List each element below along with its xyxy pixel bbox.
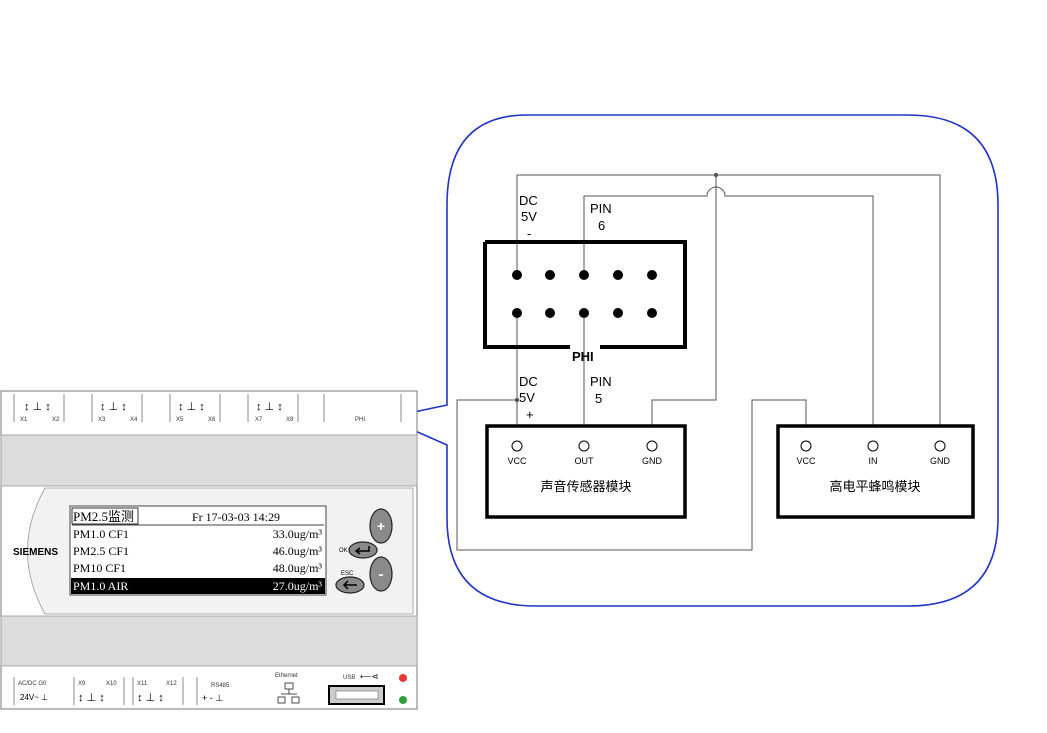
terminal-x2: X2 [52, 417, 60, 423]
lcd-screen: PM2.5监测 Fr 17-03-03 14:29 PM1.0 CF1 33.0… [69, 505, 327, 596]
callout-bubble [383, 114, 999, 607]
wiring [456, 172, 941, 551]
usb-icon: ⟵⊲ [360, 672, 378, 681]
rs485-label: RS485 [211, 683, 230, 689]
svg-text:↕ ⊥ ↕: ↕ ⊥ ↕ [78, 692, 105, 704]
lcd-row-value: 27.0ug/m³ [273, 579, 323, 593]
bottom-terminal-strip: AC/DC G0 24V~ ⊥ X9 X10 ↕ ⊥ ↕ X11 X12 ↕ ⊥… [13, 672, 407, 705]
lcd-row-label: PM2.5 CF1 [73, 544, 129, 558]
lcd-datetime: Fr 17-03-03 14:29 [192, 510, 280, 524]
label-pin-bottom: PIN [590, 374, 612, 389]
terminal-x4: X4 [130, 417, 138, 423]
buzzer-module: VCC IN GND 高电平蜂鸣模块 [776, 424, 975, 519]
usb-label: USB [343, 675, 355, 681]
svg-text:↕ ⊥ ↕: ↕ ⊥ ↕ [137, 692, 164, 704]
label-pin-top: PIN [590, 201, 612, 216]
label-minus-top: - [527, 226, 531, 241]
label-dc-top: DC [519, 193, 538, 208]
buzzer-module-name: 高电平蜂鸣模块 [829, 479, 920, 494]
status-led-red [399, 674, 407, 682]
label-dc-bottom: DC [519, 374, 538, 389]
ok-label: OK [339, 548, 348, 554]
sound-pin-out: OUT [575, 456, 595, 466]
lcd-row-value: 48.0ug/m³ [273, 561, 323, 575]
plc-device: ↕ ⊥ ↕ ↕ ⊥ ↕ ↕ ⊥ ↕ ↕ ⊥ ↕ X1 X2 X3 X4 X5 X… [0, 390, 418, 710]
power-label: AC/DC G0 [18, 681, 47, 687]
junction-dot-vcc [514, 397, 520, 403]
sound-pin-vcc: VCC [507, 456, 527, 466]
esc-button[interactable]: ESC [335, 571, 365, 594]
wire-vcc-loop [456, 399, 807, 551]
label-plus-bottom: + [526, 407, 534, 422]
sound-module-name: 声音传感器模块 [540, 479, 631, 494]
wire-dc5v-minus [516, 174, 941, 425]
ok-button[interactable]: OK [339, 541, 378, 559]
svg-text:↕ ⊥ ↕: ↕ ⊥ ↕ [178, 401, 205, 413]
lcd-row-label: PM10 CF1 [73, 561, 126, 575]
minus-button[interactable]: - [369, 556, 393, 592]
back-arrow-icon [342, 580, 357, 590]
lcd-row-label: PM1.0 AIR [73, 579, 128, 593]
svg-text:↕ ⊥ ↕: ↕ ⊥ ↕ [100, 401, 127, 413]
lcd-title: PM2.5监测 [73, 509, 134, 524]
wire-gnd-sound [651, 175, 717, 425]
connector-label: PHI [572, 349, 594, 364]
connector-pins [512, 270, 657, 318]
phi-port-label: PHI [355, 417, 365, 423]
terminal-x5: X5 [176, 417, 184, 423]
rs485-pins: + - ⊥ [202, 693, 223, 703]
svg-text:+: + [377, 518, 385, 534]
plus-button[interactable]: + [369, 508, 393, 544]
label-5v-bottom: 5V [519, 390, 535, 405]
lcd-row-value: 46.0ug/m³ [273, 544, 323, 558]
lower-grey-band [0, 615, 418, 667]
lcd-row-highlight [71, 578, 325, 594]
buzzer-pin-gnd: GND [930, 456, 951, 466]
enter-icon [354, 546, 370, 555]
lcd-row-value: 33.0ug/m³ [273, 527, 323, 541]
esc-label: ESC [341, 571, 354, 577]
label-6-top: 6 [598, 218, 605, 233]
buzzer-pin-in: IN [869, 456, 878, 466]
terminal-x7: X7 [255, 417, 263, 423]
terminal-x9: X9 [78, 681, 86, 687]
svg-text:↕ ⊥ ↕: ↕ ⊥ ↕ [24, 401, 51, 413]
ethernet-label: Ethernet [275, 673, 298, 679]
terminal-x11: X11 [137, 681, 148, 687]
terminal-x10: X10 [106, 681, 117, 687]
upper-grey-band [0, 434, 418, 487]
sound-sensor-module: VCC OUT GND 声音传感器模块 [485, 424, 687, 519]
label-5-bottom: 5 [595, 391, 602, 406]
phi-connector: PHI [483, 240, 687, 364]
terminal-x12: X12 [166, 681, 177, 687]
status-led-green [399, 696, 407, 704]
label-5v-top: 5V [521, 209, 537, 224]
terminal-x3: X3 [98, 417, 106, 423]
terminal-x1: X1 [20, 417, 28, 423]
button-cluster: + - OK ESC [335, 508, 393, 594]
pin-labels: DC 5V - PIN 6 DC 5V + PIN 5 [519, 193, 612, 422]
terminal-x6: X6 [208, 417, 216, 423]
buzzer-pin-vcc: VCC [796, 456, 816, 466]
brand-label: SIEMENS [13, 547, 58, 558]
svg-text:↕ ⊥ ↕: ↕ ⊥ ↕ [256, 401, 283, 413]
power-sub: 24V~ ⊥ [20, 693, 48, 702]
sound-pin-gnd: GND [642, 456, 663, 466]
top-terminal-strip: ↕ ⊥ ↕ ↕ ⊥ ↕ ↕ ⊥ ↕ ↕ ⊥ ↕ X1 X2 X3 X4 X5 X… [13, 394, 402, 423]
lcd-row-label: PM1.0 CF1 [73, 527, 129, 541]
junction-dot [713, 172, 719, 178]
ethernet-icon [277, 682, 300, 704]
svg-text:-: - [379, 566, 384, 583]
terminal-x8: X8 [286, 417, 294, 423]
